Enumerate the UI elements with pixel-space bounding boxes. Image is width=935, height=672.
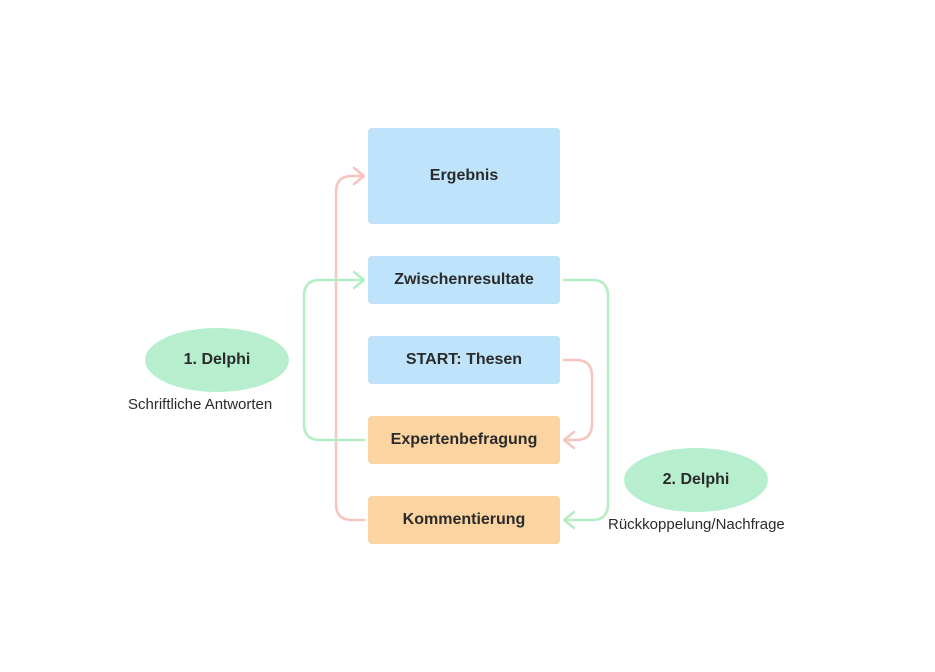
phase-delphi-1-label: 1. Delphi: [183, 351, 251, 368]
arrowhead-experten: [562, 430, 576, 450]
arrowhead-ergebnis: [352, 166, 366, 186]
box-kommentierung-label: Kommentierung: [402, 511, 526, 528]
box-expertenbefragung: Expertenbefragung: [368, 416, 560, 464]
arrow-kommentierung-to-ergebnis: [334, 174, 366, 522]
arrowhead-kommentierung: [562, 510, 576, 530]
arrow-experten-to-zwischenresultate: [302, 278, 366, 442]
box-ergebnis-label: Ergebnis: [429, 167, 499, 184]
box-start-thesen: START: Thesen: [368, 336, 560, 384]
box-kommentierung: Kommentierung: [368, 496, 560, 544]
phase-delphi-2-caption: Rückkoppelung/Nachfrage: [608, 516, 785, 533]
phase-delphi-1: 1. Delphi: [145, 328, 289, 392]
phase-delphi-2: 2. Delphi: [624, 448, 768, 512]
phase-delphi-1-caption: Schriftliche Antworten: [128, 396, 273, 413]
box-start-thesen-label: START: Thesen: [405, 351, 523, 368]
box-zwischenresultate: Zwischenresultate: [368, 256, 560, 304]
arrow-start-to-experten: [562, 358, 594, 442]
arrowhead-zwischenresultate: [352, 270, 366, 290]
box-expertenbefragung-label: Expertenbefragung: [390, 431, 538, 448]
box-zwischenresultate-label: Zwischenresultate: [394, 271, 534, 288]
phase-delphi-2-label: 2. Delphi: [662, 471, 730, 488]
arrow-zwischenresultate-to-kommentierung: [562, 278, 610, 522]
box-ergebnis: Ergebnis: [368, 128, 560, 224]
